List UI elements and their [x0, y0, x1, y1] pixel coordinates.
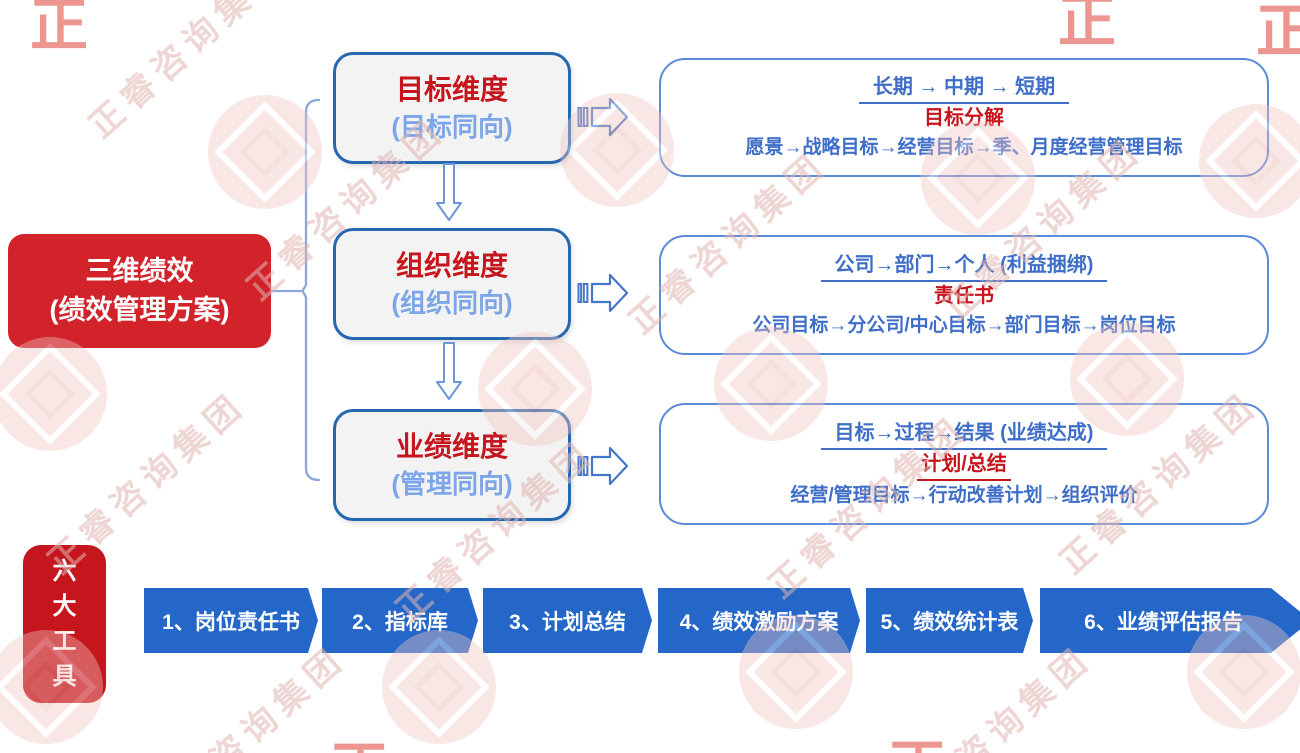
- tool-item-label: 3、计划总结: [509, 610, 626, 634]
- main-topic-line1: 三维绩效: [85, 256, 194, 286]
- watermark-brand-text: 正睿咨询集团: [81, 0, 295, 146]
- tool-item-3: 3、计划总结: [483, 588, 652, 653]
- six-tools-label: 六大工具: [52, 558, 77, 690]
- tool-item-label: 5、绩效统计表: [880, 610, 1019, 634]
- watermark-corner-glyph: 正: [1256, 0, 1300, 64]
- dimension-subtitle: (管理同向): [391, 469, 513, 499]
- tool-item-2: 2、指标库: [322, 588, 478, 653]
- watermark-logo-icon: [0, 337, 107, 451]
- dimension-box-performance: 业绩维度 (管理同向): [333, 409, 571, 521]
- detail-line1: 长期 → 中期 → 短期: [858, 73, 1070, 104]
- watermark-corner-glyph: 正: [1058, 0, 1117, 54]
- striped-right-arrow-icon: [577, 97, 629, 137]
- tool-item-1: 1、岗位责任书: [144, 588, 318, 653]
- striped-right-arrow-icon: [577, 273, 629, 313]
- detail-line1: 公司→部门→个人 (利益捆绑): [820, 251, 1108, 282]
- detail-box-goal: 长期 → 中期 → 短期 目标分解 愿景→战略目标→经营目标→季、月度经营管理目…: [659, 58, 1269, 177]
- dimension-title: 组织维度: [395, 250, 508, 281]
- bracket-connector: [270, 98, 321, 482]
- striped-right-arrow-icon: [577, 446, 629, 486]
- dimension-title: 业绩维度: [395, 431, 508, 462]
- detail-line2: 目标分解: [924, 107, 1004, 129]
- dimension-box-organization: 组织维度 (组织同向): [333, 228, 571, 340]
- tool-item-5: 5、绩效统计表: [866, 588, 1033, 653]
- tool-item-label: 4、绩效激励方案: [679, 610, 839, 634]
- main-topic-line2: (绩效管理方案): [49, 295, 230, 325]
- watermark-corner-glyph: 正: [888, 720, 946, 753]
- dimension-subtitle: (组织同向): [391, 288, 513, 318]
- detail-line3: 愿景→战略目标→经营目标→季、月度经营管理目标: [745, 137, 1183, 158]
- detail-line2: 责任书: [934, 284, 994, 307]
- detail-line3: 经营/管理目标→行动改善计划→组织评价: [790, 484, 1138, 506]
- watermark-corner-glyph: 正: [30, 0, 89, 58]
- six-tools-box: 六大工具: [23, 545, 106, 703]
- tool-item-label: 1、岗位责任书: [162, 610, 300, 634]
- tool-item-6: 6、业绩评估报告: [1040, 588, 1300, 653]
- detail-box-organization: 公司→部门→个人 (利益捆绑) 责任书 公司目标→分公司/中心目标→部门目标→岗…: [659, 235, 1269, 355]
- main-topic-box: 三维绩效 (绩效管理方案): [8, 234, 271, 348]
- detail-box-performance: 目标→过程→结果 (业绩达成) 计划/总结 经营/管理目标→行动改善计划→组织评…: [659, 403, 1269, 525]
- down-arrow-icon: [436, 163, 462, 221]
- down-arrow-icon: [436, 342, 462, 400]
- detail-line2: 计划/总结: [917, 450, 1011, 481]
- dimension-box-goal: 目标维度 (目标同向): [333, 52, 571, 164]
- watermark-corner-glyph: 正: [330, 722, 388, 753]
- tool-item-label: 6、业绩评估报告: [1084, 610, 1243, 634]
- dimension-title: 目标维度: [395, 74, 508, 105]
- tool-item-label: 2、指标库: [352, 610, 448, 634]
- detail-line3: 公司目标→分公司/中心目标→部门目标→岗位目标: [752, 314, 1176, 336]
- detail-line1: 目标→过程→结果 (业绩达成): [820, 419, 1108, 450]
- dimension-subtitle: (目标同向): [391, 112, 513, 142]
- tool-item-4: 4、绩效激励方案: [658, 588, 860, 653]
